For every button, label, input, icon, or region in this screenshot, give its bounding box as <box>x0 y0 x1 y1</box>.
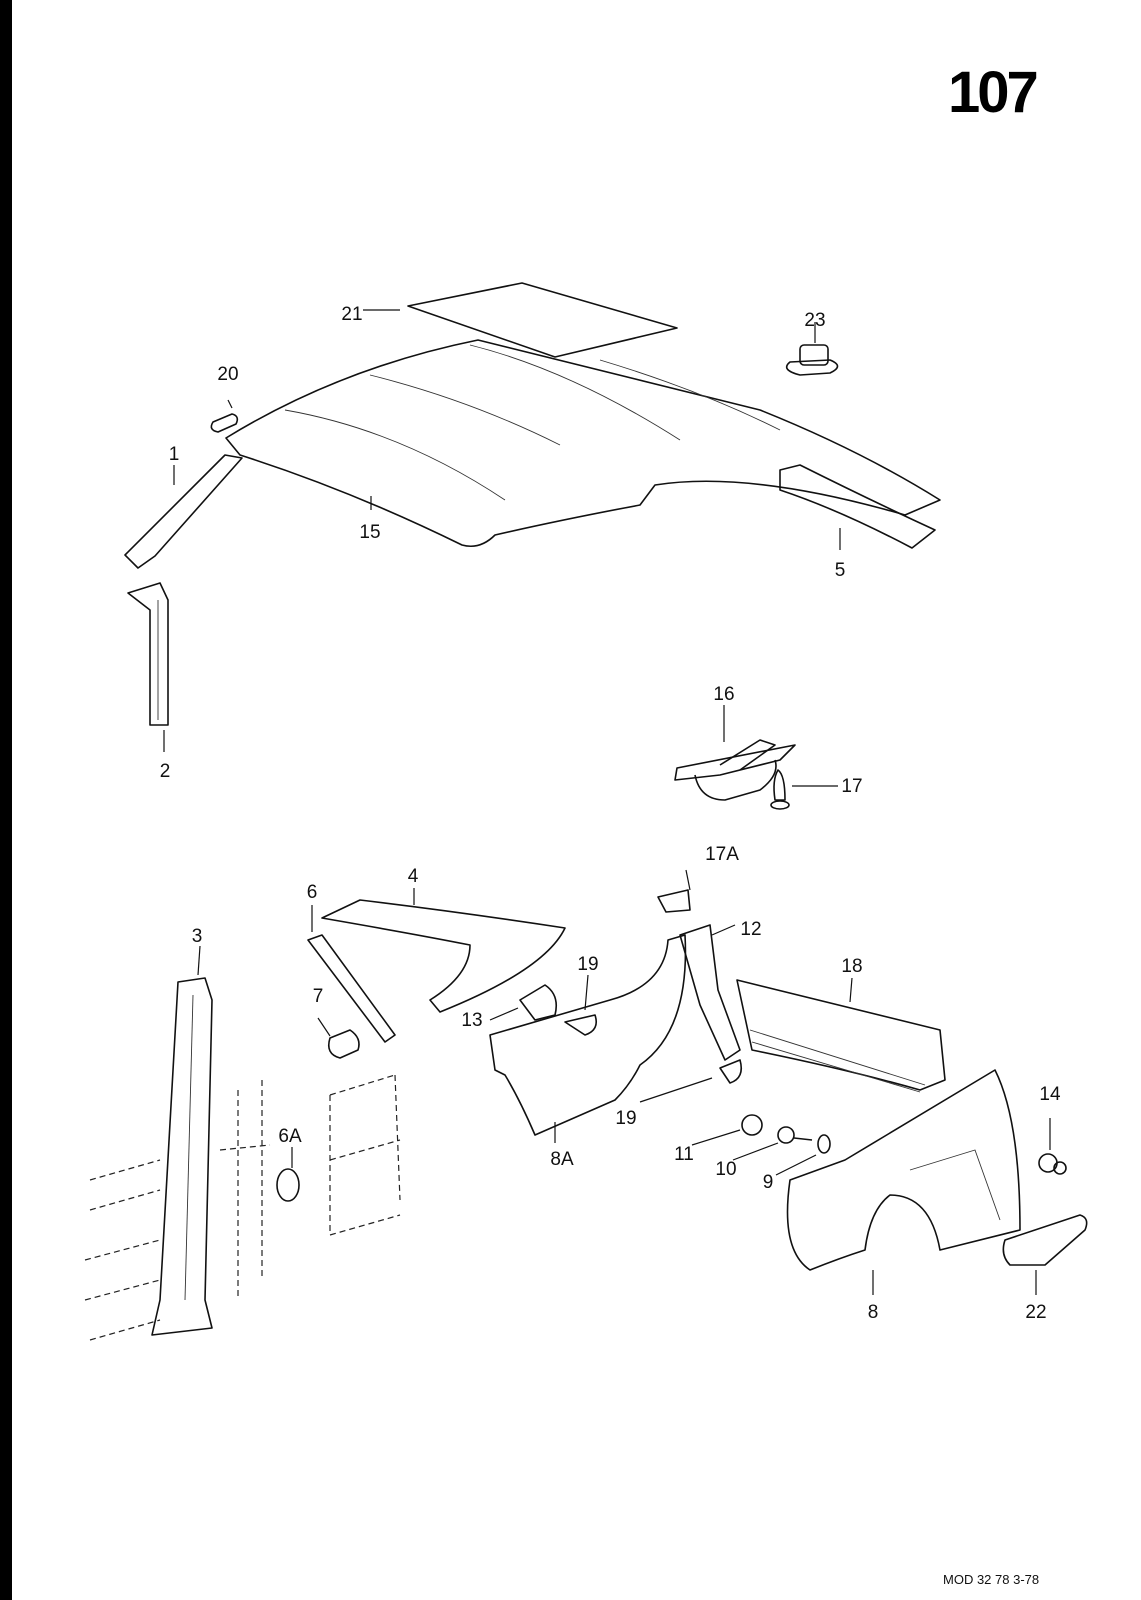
part-15-headliner <box>225 339 941 548</box>
callout-11: 11 <box>674 1144 694 1165</box>
callout-5: 5 <box>835 560 846 581</box>
footer-code: MOD 32 78 3-78 <box>943 1572 1039 1587</box>
part-12-c-pillar-trim <box>679 924 741 1061</box>
callout-17A: 17A <box>705 844 739 865</box>
part-11-grommet <box>691 1114 763 1146</box>
part-6-strip <box>307 905 396 1043</box>
part-6A <box>276 1147 300 1202</box>
part-18-parcel-shelf <box>736 977 946 1093</box>
callout-12: 12 <box>740 919 761 940</box>
part-20 <box>210 399 239 433</box>
callout-17: 17 <box>841 776 862 797</box>
part-14-clip <box>1038 1118 1067 1175</box>
callout-19-upper: 19 <box>577 954 598 975</box>
callout-3: 3 <box>192 926 203 947</box>
callout-4: 4 <box>408 866 419 887</box>
page-number: 107 <box>948 60 1037 125</box>
callout-22: 22 <box>1025 1302 1046 1323</box>
callout-23: 23 <box>804 310 825 331</box>
part-8-rear-panel <box>786 1069 1021 1295</box>
callout-19-lower: 19 <box>615 1108 636 1129</box>
part-13 <box>489 984 558 1021</box>
callout-15: 15 <box>359 522 380 543</box>
part-4-window-trim <box>321 888 566 1013</box>
callout-20: 20 <box>217 364 238 385</box>
callout-18: 18 <box>841 956 862 977</box>
callout-9: 9 <box>763 1172 774 1193</box>
callout-6: 6 <box>307 882 318 903</box>
callout-2: 2 <box>160 761 171 782</box>
callout-6A: 6A <box>278 1126 302 1147</box>
part-5-rear-strip <box>779 464 936 550</box>
part-2-pillar-trim <box>127 582 169 752</box>
callout-8A: 8A <box>550 1149 574 1170</box>
part-19-upper <box>564 974 598 1036</box>
part-9-washer <box>775 1134 831 1176</box>
body-outline <box>84 1074 401 1341</box>
part-16-grab-handle <box>674 705 796 801</box>
part-8A-trim-panel <box>489 934 687 1143</box>
callout-14: 14 <box>1039 1084 1061 1105</box>
part-1-pillar-trim <box>124 454 243 569</box>
part-19-lower <box>639 1059 743 1103</box>
callout-16: 16 <box>713 684 734 705</box>
callout-13: 13 <box>461 1010 482 1031</box>
callout-21: 21 <box>341 304 362 325</box>
part-17-screw <box>770 769 838 810</box>
part-7 <box>317 1017 360 1059</box>
callout-10: 10 <box>715 1159 736 1180</box>
part-3-b-pillar <box>151 945 213 1336</box>
binding-edge <box>0 0 12 1600</box>
callout-7: 7 <box>313 986 324 1007</box>
callout-1: 1 <box>169 444 180 465</box>
part-21-roof-panel <box>363 282 678 358</box>
part-23-clip <box>785 322 839 376</box>
part-22-frame <box>1002 1214 1088 1295</box>
part-17A <box>657 869 691 913</box>
part-10-screw <box>732 1126 813 1161</box>
callout-8: 8 <box>868 1302 879 1323</box>
